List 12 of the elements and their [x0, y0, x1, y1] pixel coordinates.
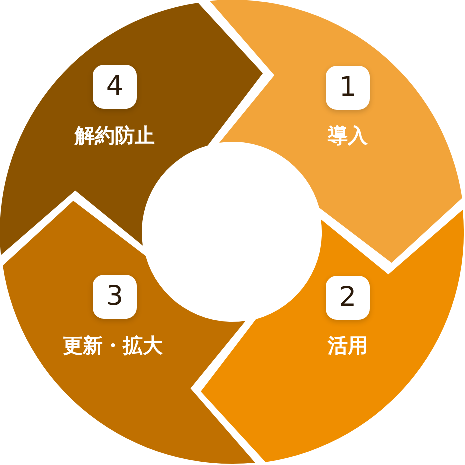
step-label: 更新・拡大: [62, 334, 163, 358]
step-label: 解約防止: [74, 124, 155, 148]
cycle-arrow-segment: [0, 2, 264, 256]
step-label: 導入: [328, 124, 368, 148]
step-number-badge: 2: [326, 276, 370, 320]
step-number-badge: 1: [326, 66, 370, 110]
step-number-badge: 4: [92, 64, 137, 109]
cycle-arrow-segment: [201, 210, 464, 462]
cycle-arrow-segment: [2, 201, 256, 464]
step-number-badge: 3: [92, 274, 137, 319]
step-label: 活用: [328, 334, 368, 358]
cycle-arrow-segment: [210, 0, 462, 264]
